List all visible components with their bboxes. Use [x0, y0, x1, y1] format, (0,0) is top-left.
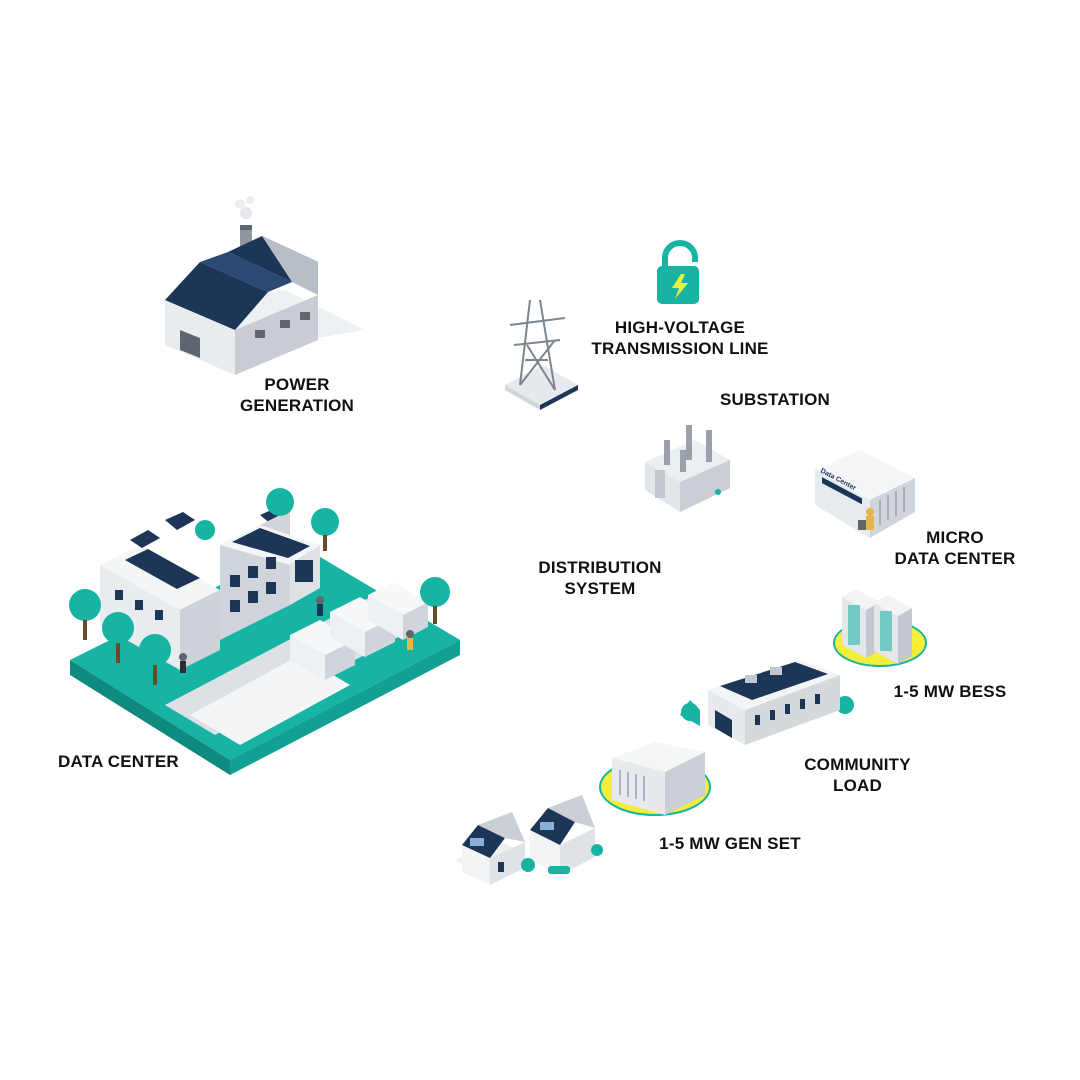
substation-illustration [645, 425, 730, 512]
community-building-illustration [680, 660, 854, 745]
transmission-tower-illustration [505, 299, 578, 410]
bess-label: 1-5 MW BESS [893, 682, 1007, 701]
bess-illustration [833, 589, 927, 667]
houses-illustration [455, 795, 603, 885]
power-generation-label: POWER GENERATION [239, 375, 355, 415]
gen-set-illustration [599, 742, 711, 816]
distribution-system-label: DISTRIBUTION SYSTEM [538, 558, 662, 598]
substation-label: SUBSTATION [720, 390, 830, 409]
micro-data-center-label: MICRO DATA CENTER [894, 528, 1016, 568]
community-load-label: COMMUNITY LOAD [804, 755, 911, 795]
gen-set-label: 1-5 MW GEN SET [659, 834, 801, 853]
data-center-campus-illustration [69, 488, 460, 775]
micro-data-center-illustration: Data Center [815, 450, 915, 538]
hv-transmission-line-label: HIGH-VOLTAGE TRANSMISSION LINE [591, 318, 769, 358]
power-plant-illustration [160, 196, 365, 375]
lock-with-lightning-icon [657, 240, 699, 304]
data-center-label: DATA CENTER [58, 752, 179, 771]
